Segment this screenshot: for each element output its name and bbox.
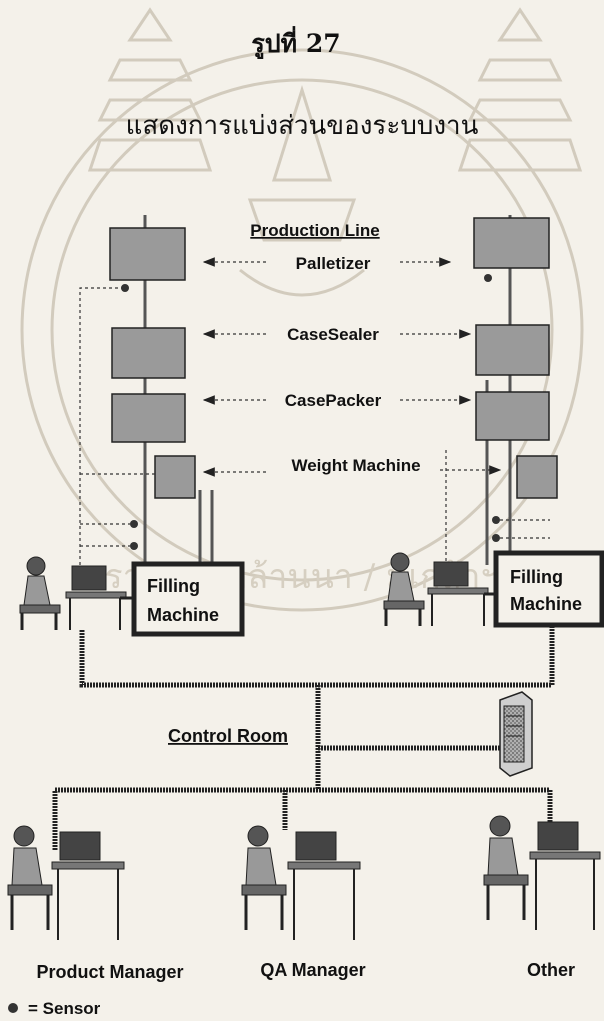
label-product-manager: Product Manager bbox=[36, 962, 183, 982]
production-line-left bbox=[80, 215, 212, 565]
network-wiring bbox=[55, 625, 552, 850]
station-casesealer: CaseSealer bbox=[287, 325, 379, 344]
sensor-right-3 bbox=[492, 534, 500, 542]
production-line-title: Production Line bbox=[250, 221, 379, 240]
filling-machine-left: Filling Machine bbox=[134, 564, 242, 634]
figure-caption: แสดงการแบ่งส่วนของระบบงาน bbox=[126, 111, 479, 141]
weight-machine-left bbox=[155, 456, 195, 498]
station-weight-machine: Weight Machine bbox=[291, 456, 420, 475]
sensor-left-1 bbox=[121, 284, 129, 292]
server-icon bbox=[500, 692, 532, 776]
label-qa-manager: QA Manager bbox=[260, 960, 365, 980]
legend: = Sensor bbox=[8, 999, 101, 1018]
sensor-right-1 bbox=[484, 274, 492, 282]
sensor-left-3 bbox=[130, 542, 138, 550]
palletizer-machine-left bbox=[110, 228, 185, 280]
svg-text:Machine: Machine bbox=[147, 605, 219, 625]
weight-machine-right bbox=[517, 456, 557, 498]
casepacker-machine-left bbox=[112, 394, 185, 442]
svg-text:Filling: Filling bbox=[147, 576, 200, 596]
casepacker-machine-right bbox=[476, 392, 549, 440]
legend-sensor-label: = Sensor bbox=[28, 999, 101, 1018]
station-labels: Palletizer CaseSealer CasePacker Weight … bbox=[204, 254, 500, 475]
user-workstation-product-manager bbox=[8, 826, 124, 940]
sensor-left-2 bbox=[130, 520, 138, 528]
control-room-title: Control Room bbox=[168, 726, 288, 746]
svg-text:Filling: Filling bbox=[510, 567, 563, 587]
filling-machine-right: Filling Machine bbox=[496, 553, 602, 625]
palletizer-machine-right bbox=[474, 218, 549, 268]
sensor-right-2 bbox=[492, 516, 500, 524]
production-line-right bbox=[446, 215, 557, 570]
casesealer-machine-right bbox=[476, 325, 549, 375]
casesealer-machine-left bbox=[112, 328, 185, 378]
figure-number: รูปที่ 27 bbox=[251, 26, 340, 60]
station-palletizer: Palletizer bbox=[296, 254, 371, 273]
user-workstation-other bbox=[484, 816, 600, 930]
svg-text:Machine: Machine bbox=[510, 594, 582, 614]
label-other: Other bbox=[527, 960, 575, 980]
user-workstation-qa-manager bbox=[242, 826, 360, 940]
station-casepacker: CasePacker bbox=[285, 391, 382, 410]
sensor-legend-icon bbox=[8, 1003, 18, 1013]
